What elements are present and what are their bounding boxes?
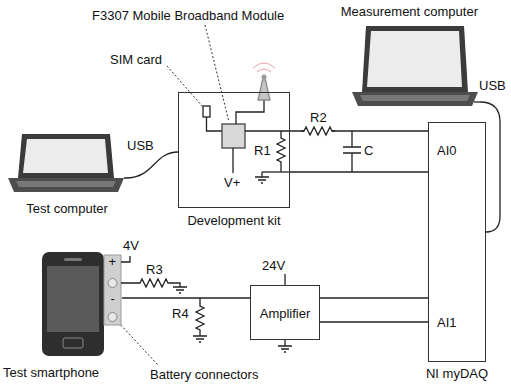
callout-label: F3307 Mobile Broadband Module (92, 8, 284, 23)
terminal-sign: - (111, 291, 115, 306)
radio-waves (253, 63, 275, 72)
antenna-symbol (258, 80, 270, 100)
resistor-label: R3 (146, 262, 163, 277)
supply-label: V+ (224, 175, 240, 190)
terminal-sign: + (109, 254, 117, 269)
wire-connector (290, 171, 428, 172)
wire (236, 100, 264, 124)
node-text: Development kit (187, 213, 280, 228)
node-text: AI1 (437, 315, 457, 330)
resistor-symbol (277, 131, 285, 172)
wire (121, 256, 130, 262)
amplifier-box: Amplifier (250, 285, 320, 340)
cable-label: USB (126, 138, 155, 153)
node-text: Test computer (26, 201, 108, 216)
laptop-icon (352, 26, 480, 106)
laptop-keyboard (16, 181, 116, 187)
wire (232, 148, 233, 173)
leader-line (118, 322, 158, 365)
connector-strip (104, 255, 121, 325)
board-circuit (203, 63, 290, 183)
leader-lines (118, 25, 229, 365)
node-text: Measurement computer (341, 4, 478, 19)
resistor-label: R2 (310, 110, 327, 125)
laptop-base (352, 92, 478, 106)
wire (262, 171, 290, 172)
laptop-keyboard (360, 95, 470, 101)
wire-connector (122, 297, 250, 298)
ground-symbol (255, 172, 269, 183)
wire-connector (320, 297, 428, 298)
sim-card-symbol (203, 106, 210, 117)
phone-circuit (121, 256, 292, 352)
laptop-screen (18, 134, 114, 178)
wire (245, 130, 290, 131)
smartphone-icon (42, 252, 121, 356)
phone-body (42, 252, 104, 356)
wire-connector (320, 321, 428, 322)
board-box: Development kit (178, 92, 290, 208)
ground-symbol (278, 340, 292, 352)
wire (207, 117, 223, 131)
node-text: Test smartphone (3, 365, 99, 380)
phone-button (63, 338, 83, 348)
phone-speaker (64, 258, 82, 261)
node-text: NI myDAQ (426, 366, 488, 381)
laptop-node: Measurement computer (305, 4, 480, 112)
filter-circuit (301, 125, 361, 172)
laptop-screen (362, 26, 468, 92)
resistor-symbol (301, 127, 335, 135)
battery-contact (108, 279, 117, 288)
laptop-base (8, 178, 124, 192)
supply-label: 24V (262, 258, 285, 273)
callout-label: SIM card (110, 52, 162, 67)
cable-stub (124, 177, 126, 178)
battery-contact (108, 313, 117, 322)
laptop-node: Test computer (8, 132, 126, 216)
phone-node: Test smartphone (2, 250, 122, 380)
cable-stub (474, 101, 480, 102)
daq-box: AI0AI1NI myDAQ (428, 122, 486, 362)
leader-line (205, 25, 229, 122)
capacitor-label: C (364, 143, 373, 158)
module-symbol (222, 124, 245, 148)
leader-line (167, 66, 202, 106)
node-text: Amplifier (260, 305, 311, 320)
capacitor-symbol (343, 131, 361, 172)
supply-label: 4V (123, 238, 139, 253)
laptop-display (367, 31, 462, 87)
node-text: AI0 (437, 143, 457, 158)
resistor-label: R1 (254, 143, 271, 158)
antenna-tip (262, 75, 267, 80)
wire (284, 274, 285, 285)
laptop-icon (8, 134, 126, 192)
wire-connector (126, 152, 178, 178)
laptop-display (23, 139, 108, 173)
resistor-label: R4 (172, 306, 189, 321)
callout-label: Battery connectors (150, 367, 258, 382)
phone-screen (47, 266, 99, 332)
cable-label: USB (478, 78, 507, 93)
resistor-symbol (121, 279, 187, 293)
resistor-symbol (193, 298, 207, 342)
